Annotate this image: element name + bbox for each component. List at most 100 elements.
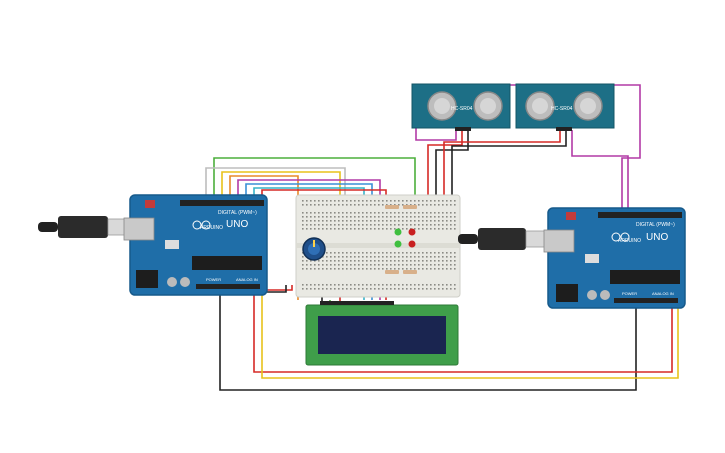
breadboard-hole [394,200,396,202]
breadboard-hole [450,264,452,266]
breadboard-hole [430,204,432,206]
breadboard-hole [346,264,348,266]
breadboard-hole [450,260,452,262]
breadboard-hole [446,268,448,270]
breadboard-hole [326,228,328,230]
breadboard-hole [330,288,332,290]
breadboard-hole [330,200,332,202]
breadboard-hole [358,288,360,290]
breadboard-hole [306,268,308,270]
breadboard-hole [426,264,428,266]
breadboard-hole [354,216,356,218]
breadboard-hole [422,284,424,286]
breadboard-hole [406,204,408,206]
breadboard-hole [442,256,444,258]
arduino-uno-left: DIGITAL (PWM~) ARDUINO UNO POWER ANALOG … [123,194,268,296]
breadboard-hole [434,200,436,202]
breadboard-hole [426,220,428,222]
breadboard-hole [334,284,336,286]
resistors [385,205,417,274]
breadboard-hole [442,268,444,270]
breadboard-hole [434,256,436,258]
breadboard-hole [410,216,412,218]
breadboard-hole [342,216,344,218]
breadboard-hole [406,212,408,214]
breadboard-hole [358,284,360,286]
breadboard-hole [346,288,348,290]
wire-bottom-red [253,290,673,373]
breadboard-hole [386,252,388,254]
breadboard-hole [394,288,396,290]
breadboard-hole [422,200,424,202]
breadboard-hole [426,228,428,230]
breadboard-hole [378,288,380,290]
breadboard-hole [354,220,356,222]
breadboard-hole [442,204,444,206]
breadboard-hole [354,224,356,226]
digital-header-label: DIGITAL (PWM~) [636,222,675,228]
breadboard-hole [410,264,412,266]
breadboard-hole [354,260,356,262]
lcd-display [305,301,459,366]
breadboard-hole [402,252,404,254]
breadboard-hole [330,256,332,258]
breadboard-hole [426,200,428,202]
analog-header-label: ANALOG IN [652,291,674,296]
breadboard-hole [318,204,320,206]
breadboard-hole [446,264,448,266]
breadboard-hole [398,260,400,262]
breadboard-hole [386,216,388,218]
breadboard-hole [302,200,304,202]
breadboard-hole [414,288,416,290]
breadboard-hole [454,284,456,286]
breadboard-hole [318,268,320,270]
breadboard-hole [358,200,360,202]
breadboard-hole [366,284,368,286]
breadboard-hole [366,212,368,214]
breadboard-hole [398,224,400,226]
breadboard-hole [378,200,380,202]
breadboard-hole [326,212,328,214]
breadboard-hole [382,252,384,254]
breadboard-hole [434,284,436,286]
breadboard-hole [342,228,344,230]
breadboard-hole [342,288,344,290]
breadboard-hole [370,260,372,262]
breadboard-hole [430,252,432,254]
breadboard-hole [314,224,316,226]
breadboard-hole [422,268,424,270]
breadboard-hole [302,252,304,254]
ultrasonic-sensor-1: HC-SR04 [411,83,511,131]
breadboard-hole [418,288,420,290]
breadboard-hole [390,288,392,290]
breadboard-hole [386,264,388,266]
breadboard-hole [422,260,424,262]
breadboard-hole [438,204,440,206]
breadboard-hole [434,224,436,226]
breadboard-hole [302,284,304,286]
breadboard-hole [442,224,444,226]
breadboard-hole [410,288,412,290]
breadboard-hole [322,200,324,202]
breadboard-hole [322,256,324,258]
breadboard [295,194,461,298]
breadboard-hole [454,200,456,202]
breadboard-hole [314,204,316,206]
breadboard-hole [418,268,420,270]
breadboard-hole [342,220,344,222]
breadboard-hole [430,224,432,226]
breadboard-hole [426,204,428,206]
breadboard-hole [402,224,404,226]
arduino-uno-right: DIGITAL (PWM~) ARDUINO UNO POWER ANALOG … [543,207,686,309]
breadboard-hole [306,260,308,262]
breadboard-hole [358,228,360,230]
breadboard-hole [406,252,408,254]
breadboard-hole [338,268,340,270]
breadboard-hole [310,204,312,206]
breadboard-hole [398,256,400,258]
breadboard-hole [362,212,364,214]
breadboard-hole [414,252,416,254]
breadboard-hole [306,284,308,286]
breadboard-hole [426,260,428,262]
breadboard-hole [450,216,452,218]
